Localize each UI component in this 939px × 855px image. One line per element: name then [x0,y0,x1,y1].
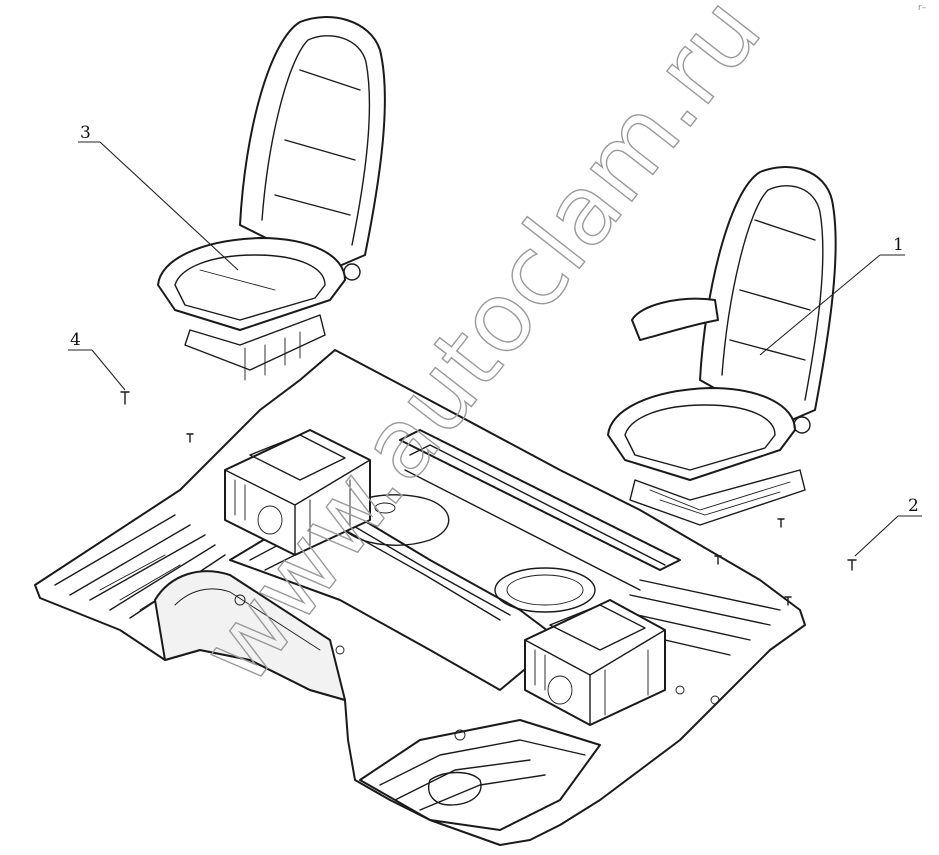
left-seat-riser [224,429,371,556]
right-seat-riser [524,599,666,726]
bolt [186,433,194,443]
bolt [784,596,792,606]
callout-label-4: 4 [70,330,81,350]
cab-floor-pan [34,349,806,846]
callout-4: 4 [68,330,126,391]
corner-mark: r– [918,3,927,13]
fastener-4 [120,391,130,405]
callout-1: 1 [759,235,905,356]
bolt [714,555,722,565]
seat-assembly-1 [607,166,837,526]
callout-label-2: 2 [908,496,919,516]
callout-label-1: 1 [893,235,904,255]
seat-assembly-3 [157,16,386,381]
fastener-2 [847,559,857,571]
callout-label-3: 3 [80,123,91,143]
bolt [777,518,785,528]
callout-2: 2 [854,496,922,557]
callout-3: 3 [78,123,239,271]
